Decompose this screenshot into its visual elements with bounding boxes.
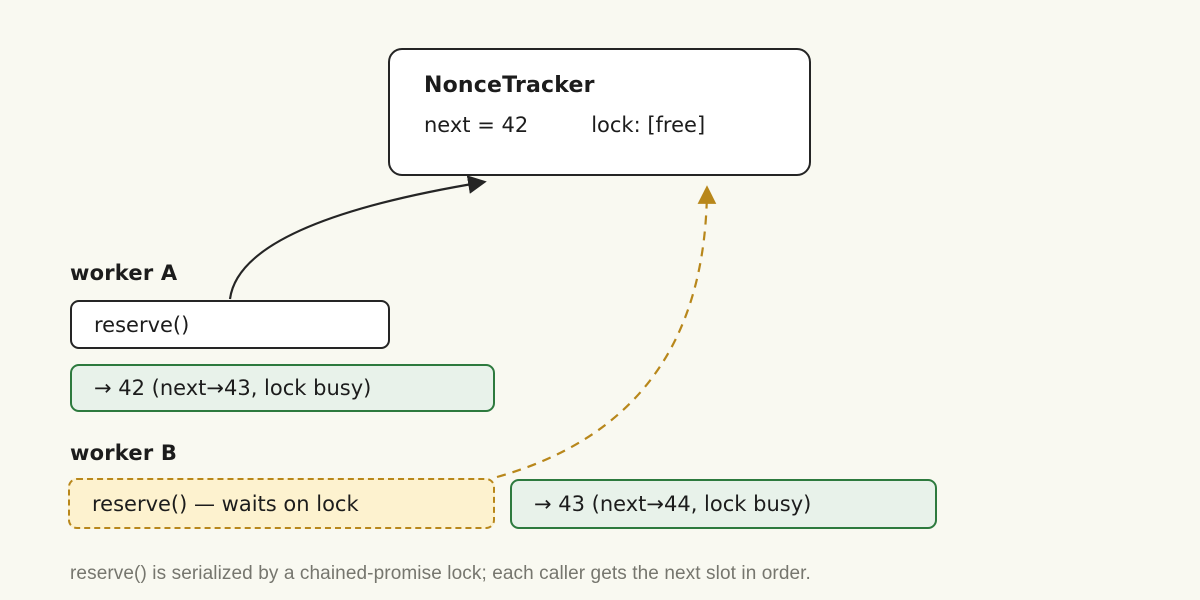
worker-a-call-arrow-icon xyxy=(228,175,487,300)
worker-a-result-box: → 42 (next→43, lock busy) xyxy=(70,364,495,412)
worker-b-wait-arrow-icon xyxy=(496,185,717,479)
tracker-lock-status: lock: [free] xyxy=(591,113,706,137)
nonce-tracker-state-row: next = 42 lock: [free] xyxy=(424,113,775,137)
nonce-tracker-title: NonceTracker xyxy=(424,73,595,98)
worker-a-result-text: → 42 (next→43, lock busy) xyxy=(94,376,372,400)
tracker-next-value: next = 42 xyxy=(424,113,529,137)
worker-a-label: worker A xyxy=(70,261,178,285)
diagram-caption: reserve() is serialized by a chained-pro… xyxy=(70,563,811,584)
worker-b-label: worker B xyxy=(70,441,178,465)
worker-b-call-text: reserve() — waits on lock xyxy=(92,491,359,516)
worker-a-call-text: reserve() xyxy=(94,312,190,337)
worker-a-reserve-call-box: reserve() xyxy=(70,300,390,349)
worker-b-result-box: → 43 (next→44, lock busy) xyxy=(510,479,937,529)
nonce-tracker-box: NonceTracker next = 42 lock: [free] xyxy=(388,48,811,176)
worker-b-reserve-call-box: reserve() — waits on lock xyxy=(68,478,495,529)
worker-b-result-text: → 43 (next→44, lock busy) xyxy=(534,492,812,516)
